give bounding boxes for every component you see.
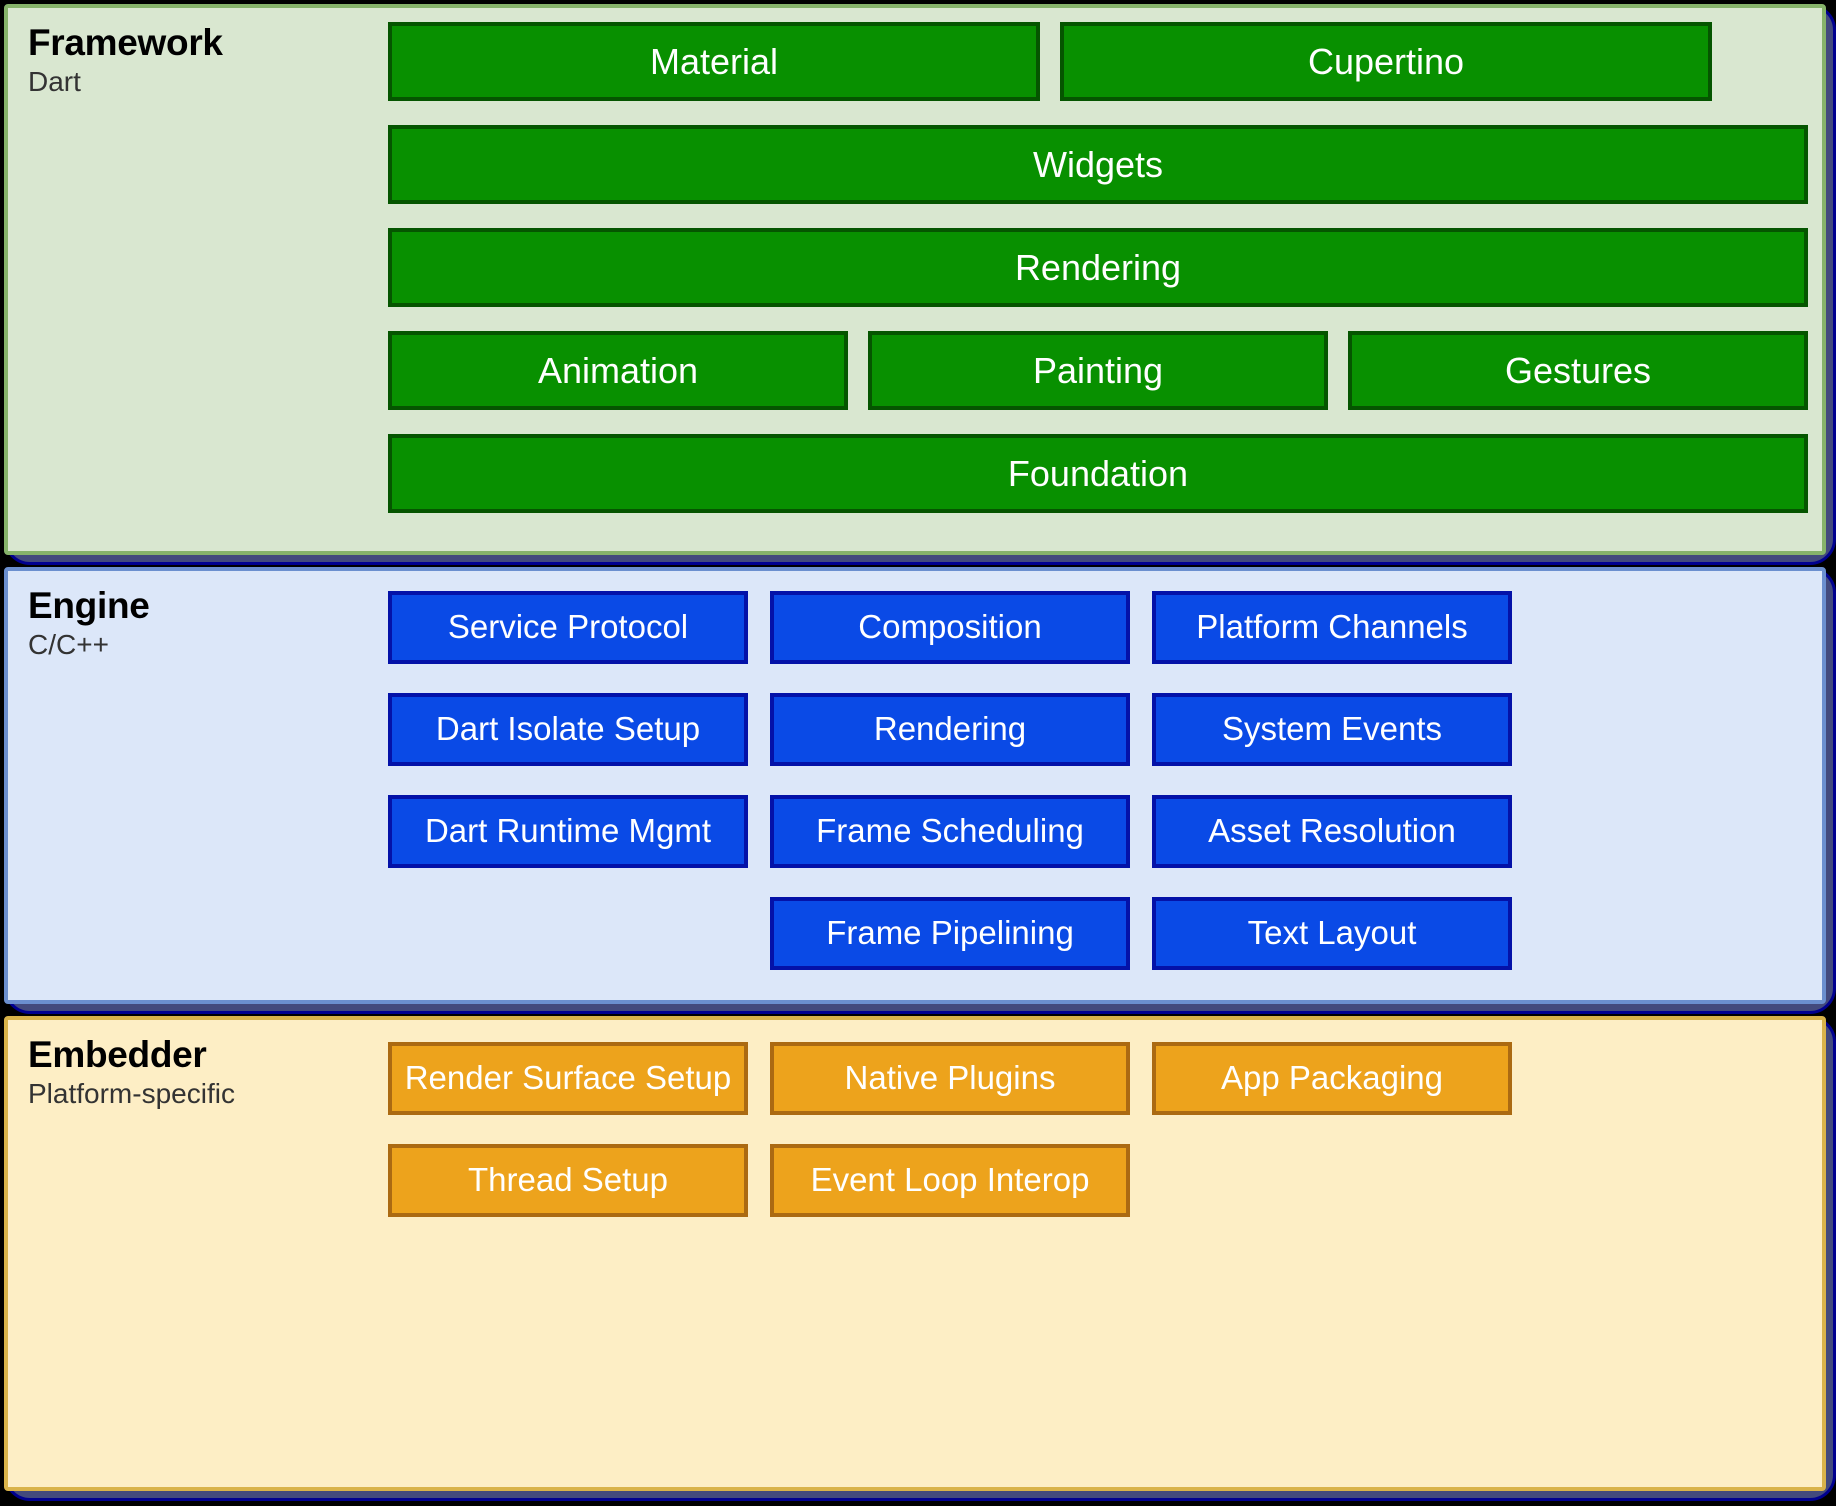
framework-row-3: Rendering: [388, 228, 1808, 307]
block-service-protocol[interactable]: Service Protocol: [388, 591, 748, 664]
layer-framework-title: Framework: [28, 22, 223, 63]
layer-engine-title: Engine: [28, 585, 150, 626]
block-app-packaging[interactable]: App Packaging: [1152, 1042, 1512, 1115]
block-dart-isolate-setup[interactable]: Dart Isolate Setup: [388, 693, 748, 766]
block-cupertino[interactable]: Cupertino: [1060, 22, 1712, 101]
framework-row-4: Animation Painting Gestures: [388, 331, 1808, 410]
block-text-layout[interactable]: Text Layout: [1152, 897, 1512, 970]
block-dart-runtime-mgmt[interactable]: Dart Runtime Mgmt: [388, 795, 748, 868]
layer-framework-content: Material Cupertino Widgets Rendering Ani…: [380, 8, 1822, 551]
engine-row-4-spacer: [388, 897, 748, 970]
layer-embedder-label: Embedder Platform-specific: [8, 1020, 380, 1487]
block-asset-resolution[interactable]: Asset Resolution: [1152, 795, 1512, 868]
block-painting[interactable]: Painting: [868, 331, 1328, 410]
block-system-events[interactable]: System Events: [1152, 693, 1512, 766]
layer-engine-content: Service Protocol Composition Platform Ch…: [380, 571, 1822, 1000]
embedder-row-1: Render Surface Setup Native Plugins App …: [388, 1042, 1808, 1115]
layer-embedder-subtitle: Platform-specific: [28, 1078, 235, 1110]
framework-row-2: Widgets: [388, 125, 1808, 204]
layer-framework-label: Framework Dart: [8, 8, 380, 551]
layer-framework: Framework Dart Material Cupertino Widget…: [4, 4, 1836, 565]
engine-row-2: Dart Isolate Setup Rendering System Even…: [388, 693, 1808, 766]
block-platform-channels[interactable]: Platform Channels: [1152, 591, 1512, 664]
framework-row-1: Material Cupertino: [388, 22, 1808, 101]
block-animation[interactable]: Animation: [388, 331, 848, 410]
layer-engine-subtitle: C/C++: [28, 629, 109, 661]
layer-framework-subtitle: Dart: [28, 66, 81, 98]
block-native-plugins[interactable]: Native Plugins: [770, 1042, 1130, 1115]
block-rendering-framework[interactable]: Rendering: [388, 228, 1808, 307]
layer-embedder-body: Embedder Platform-specific Render Surfac…: [4, 1016, 1826, 1491]
block-render-surface-setup[interactable]: Render Surface Setup: [388, 1042, 748, 1115]
block-event-loop-interop[interactable]: Event Loop Interop: [770, 1144, 1130, 1217]
layer-embedder-content: Render Surface Setup Native Plugins App …: [380, 1020, 1822, 1487]
block-foundation[interactable]: Foundation: [388, 434, 1808, 513]
block-rendering-engine[interactable]: Rendering: [770, 693, 1130, 766]
engine-row-1: Service Protocol Composition Platform Ch…: [388, 591, 1808, 664]
layer-embedder-title: Embedder: [28, 1034, 207, 1075]
block-thread-setup[interactable]: Thread Setup: [388, 1144, 748, 1217]
engine-row-3: Dart Runtime Mgmt Frame Scheduling Asset…: [388, 795, 1808, 868]
layer-engine-body: Engine C/C++ Service Protocol Compositio…: [4, 567, 1826, 1004]
layer-framework-body: Framework Dart Material Cupertino Widget…: [4, 4, 1826, 555]
engine-row-4: Frame Pipelining Text Layout: [388, 897, 1808, 970]
block-material[interactable]: Material: [388, 22, 1040, 101]
framework-row-5: Foundation: [388, 434, 1808, 513]
block-frame-scheduling[interactable]: Frame Scheduling: [770, 795, 1130, 868]
layer-embedder: Embedder Platform-specific Render Surfac…: [4, 1016, 1836, 1501]
block-gestures[interactable]: Gestures: [1348, 331, 1808, 410]
block-composition[interactable]: Composition: [770, 591, 1130, 664]
embedder-row-2: Thread Setup Event Loop Interop: [388, 1144, 1808, 1217]
block-widgets[interactable]: Widgets: [388, 125, 1808, 204]
layer-engine-label: Engine C/C++: [8, 571, 380, 1000]
block-frame-pipelining[interactable]: Frame Pipelining: [770, 897, 1130, 970]
layer-engine: Engine C/C++ Service Protocol Compositio…: [4, 567, 1836, 1014]
